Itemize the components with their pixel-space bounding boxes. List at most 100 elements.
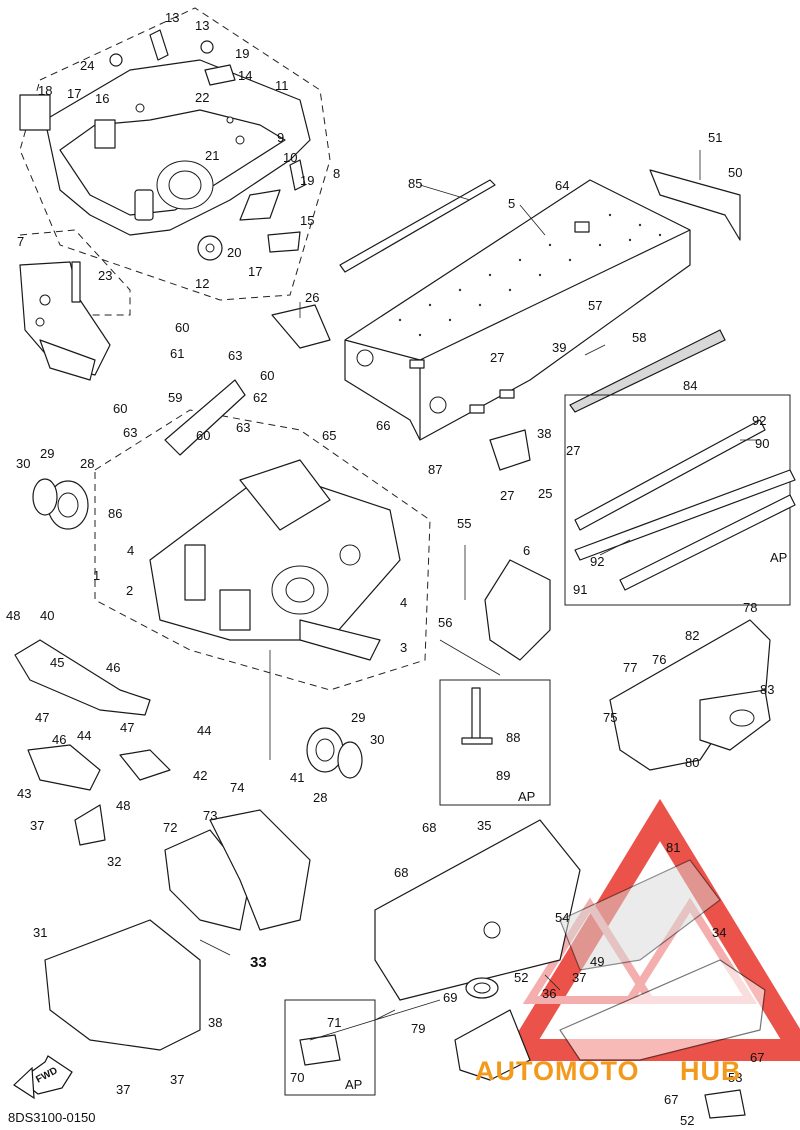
callout-22: 22 [195,90,209,105]
callout-34: 34 [712,925,726,940]
callout-19: 19 [300,173,314,188]
fwd-arrow-icon: FWD [13,1055,73,1100]
callout-46: 46 [52,732,66,747]
belly-pan-group [44,809,766,1119]
callout-30: 30 [370,732,384,747]
callout-44: 44 [197,723,211,738]
callout-71: 71 [327,1015,341,1030]
callout-60: 60 [196,428,210,443]
group-label-33: 33 [250,954,267,971]
callout-31: 31 [33,925,47,940]
callout-60: 60 [113,401,127,416]
callout-50: 50 [728,165,742,180]
callout-40: 40 [40,608,54,623]
callout-88: 88 [506,730,520,745]
callout-18: 18 [38,83,52,98]
callout-45: 45 [50,655,64,670]
callout-17: 17 [67,86,81,101]
callout-85: 85 [408,176,422,191]
callout-14: 14 [238,68,252,83]
callout-20: 20 [227,245,241,260]
callout-72: 72 [163,820,177,835]
callout-25: 25 [538,486,552,501]
callout-9: 9 [277,130,284,145]
callout-60: 60 [260,368,274,383]
front-frame-group [19,7,331,381]
callout-38: 38 [208,1015,222,1030]
callout-8: 8 [333,166,340,181]
callout-70: 70 [290,1070,304,1085]
callout-66: 66 [376,418,390,433]
callout-23: 23 [98,268,112,283]
callout-26: 26 [305,290,319,305]
callout-51: 51 [708,130,722,145]
callout-73: 73 [203,808,217,823]
callout-17: 17 [248,264,262,279]
callout-32: 32 [107,854,121,869]
callout-76: 76 [652,652,666,667]
callout-63: 63 [236,420,250,435]
callout-86: 86 [108,506,122,521]
callout-63: 63 [228,348,242,363]
callout-4: 4 [400,595,407,610]
callout-61: 61 [170,346,184,361]
center-frame [14,379,551,846]
callout-92: 92 [752,413,766,428]
callout-7: 7 [17,234,24,249]
callout-52: 52 [680,1113,694,1128]
callout-2: 2 [126,583,133,598]
callout-42: 42 [193,768,207,783]
callout-54: 54 [555,910,569,925]
watermark-brand-part1: AUTOMOTO [475,1056,640,1086]
callout-44: 44 [77,728,91,743]
callout-78: 78 [743,600,757,615]
callout-56: 56 [438,615,452,630]
callout-39: 39 [552,340,566,355]
callout-77: 77 [623,660,637,675]
leader-lines [199,150,760,1041]
callout-69: 69 [443,990,457,1005]
callout-91: 91 [573,582,587,597]
callout-5: 5 [508,196,515,211]
callout-75: 75 [603,710,617,725]
callout-10: 10 [283,150,297,165]
callout-16: 16 [95,91,109,106]
tunnel-assembly [271,169,796,606]
callout-43: 43 [17,786,31,801]
callout-57: 57 [588,298,602,313]
callout-29: 29 [351,710,365,725]
callout-87: 87 [428,462,442,477]
callout-47: 47 [35,710,49,725]
callout-3: 3 [400,640,407,655]
ap-label: AP [518,789,535,804]
callout-80: 80 [685,755,699,770]
callout-63: 63 [123,425,137,440]
callout-67: 67 [664,1092,678,1107]
callout-36: 36 [542,986,556,1001]
callout-68: 68 [394,865,408,880]
diagram-code: 8DS3100-0150 [8,1110,95,1125]
callout-68: 68 [422,820,436,835]
ap-labels: AP AP AP [345,550,787,1092]
callout-27: 27 [490,350,504,365]
callout-21: 21 [205,148,219,163]
callout-12: 12 [195,276,209,291]
side-panel-group [609,619,771,771]
callout-28: 28 [313,790,327,805]
callout-60: 60 [175,320,189,335]
callout-84: 84 [683,378,697,393]
callout-37: 37 [170,1072,184,1087]
callout-41: 41 [290,770,304,785]
callout-24: 24 [80,58,94,73]
callout-11: 11 [275,78,289,93]
callout-83: 83 [760,682,774,697]
callout-47: 47 [120,720,134,735]
callout-13: 13 [165,10,179,25]
callout-90: 90 [755,436,769,451]
callout-19: 19 [235,46,249,61]
callout-92: 92 [590,554,604,569]
callout-28: 28 [80,456,94,471]
callout-48: 48 [6,608,20,623]
watermark-brand-part2: HUB [680,1056,742,1086]
